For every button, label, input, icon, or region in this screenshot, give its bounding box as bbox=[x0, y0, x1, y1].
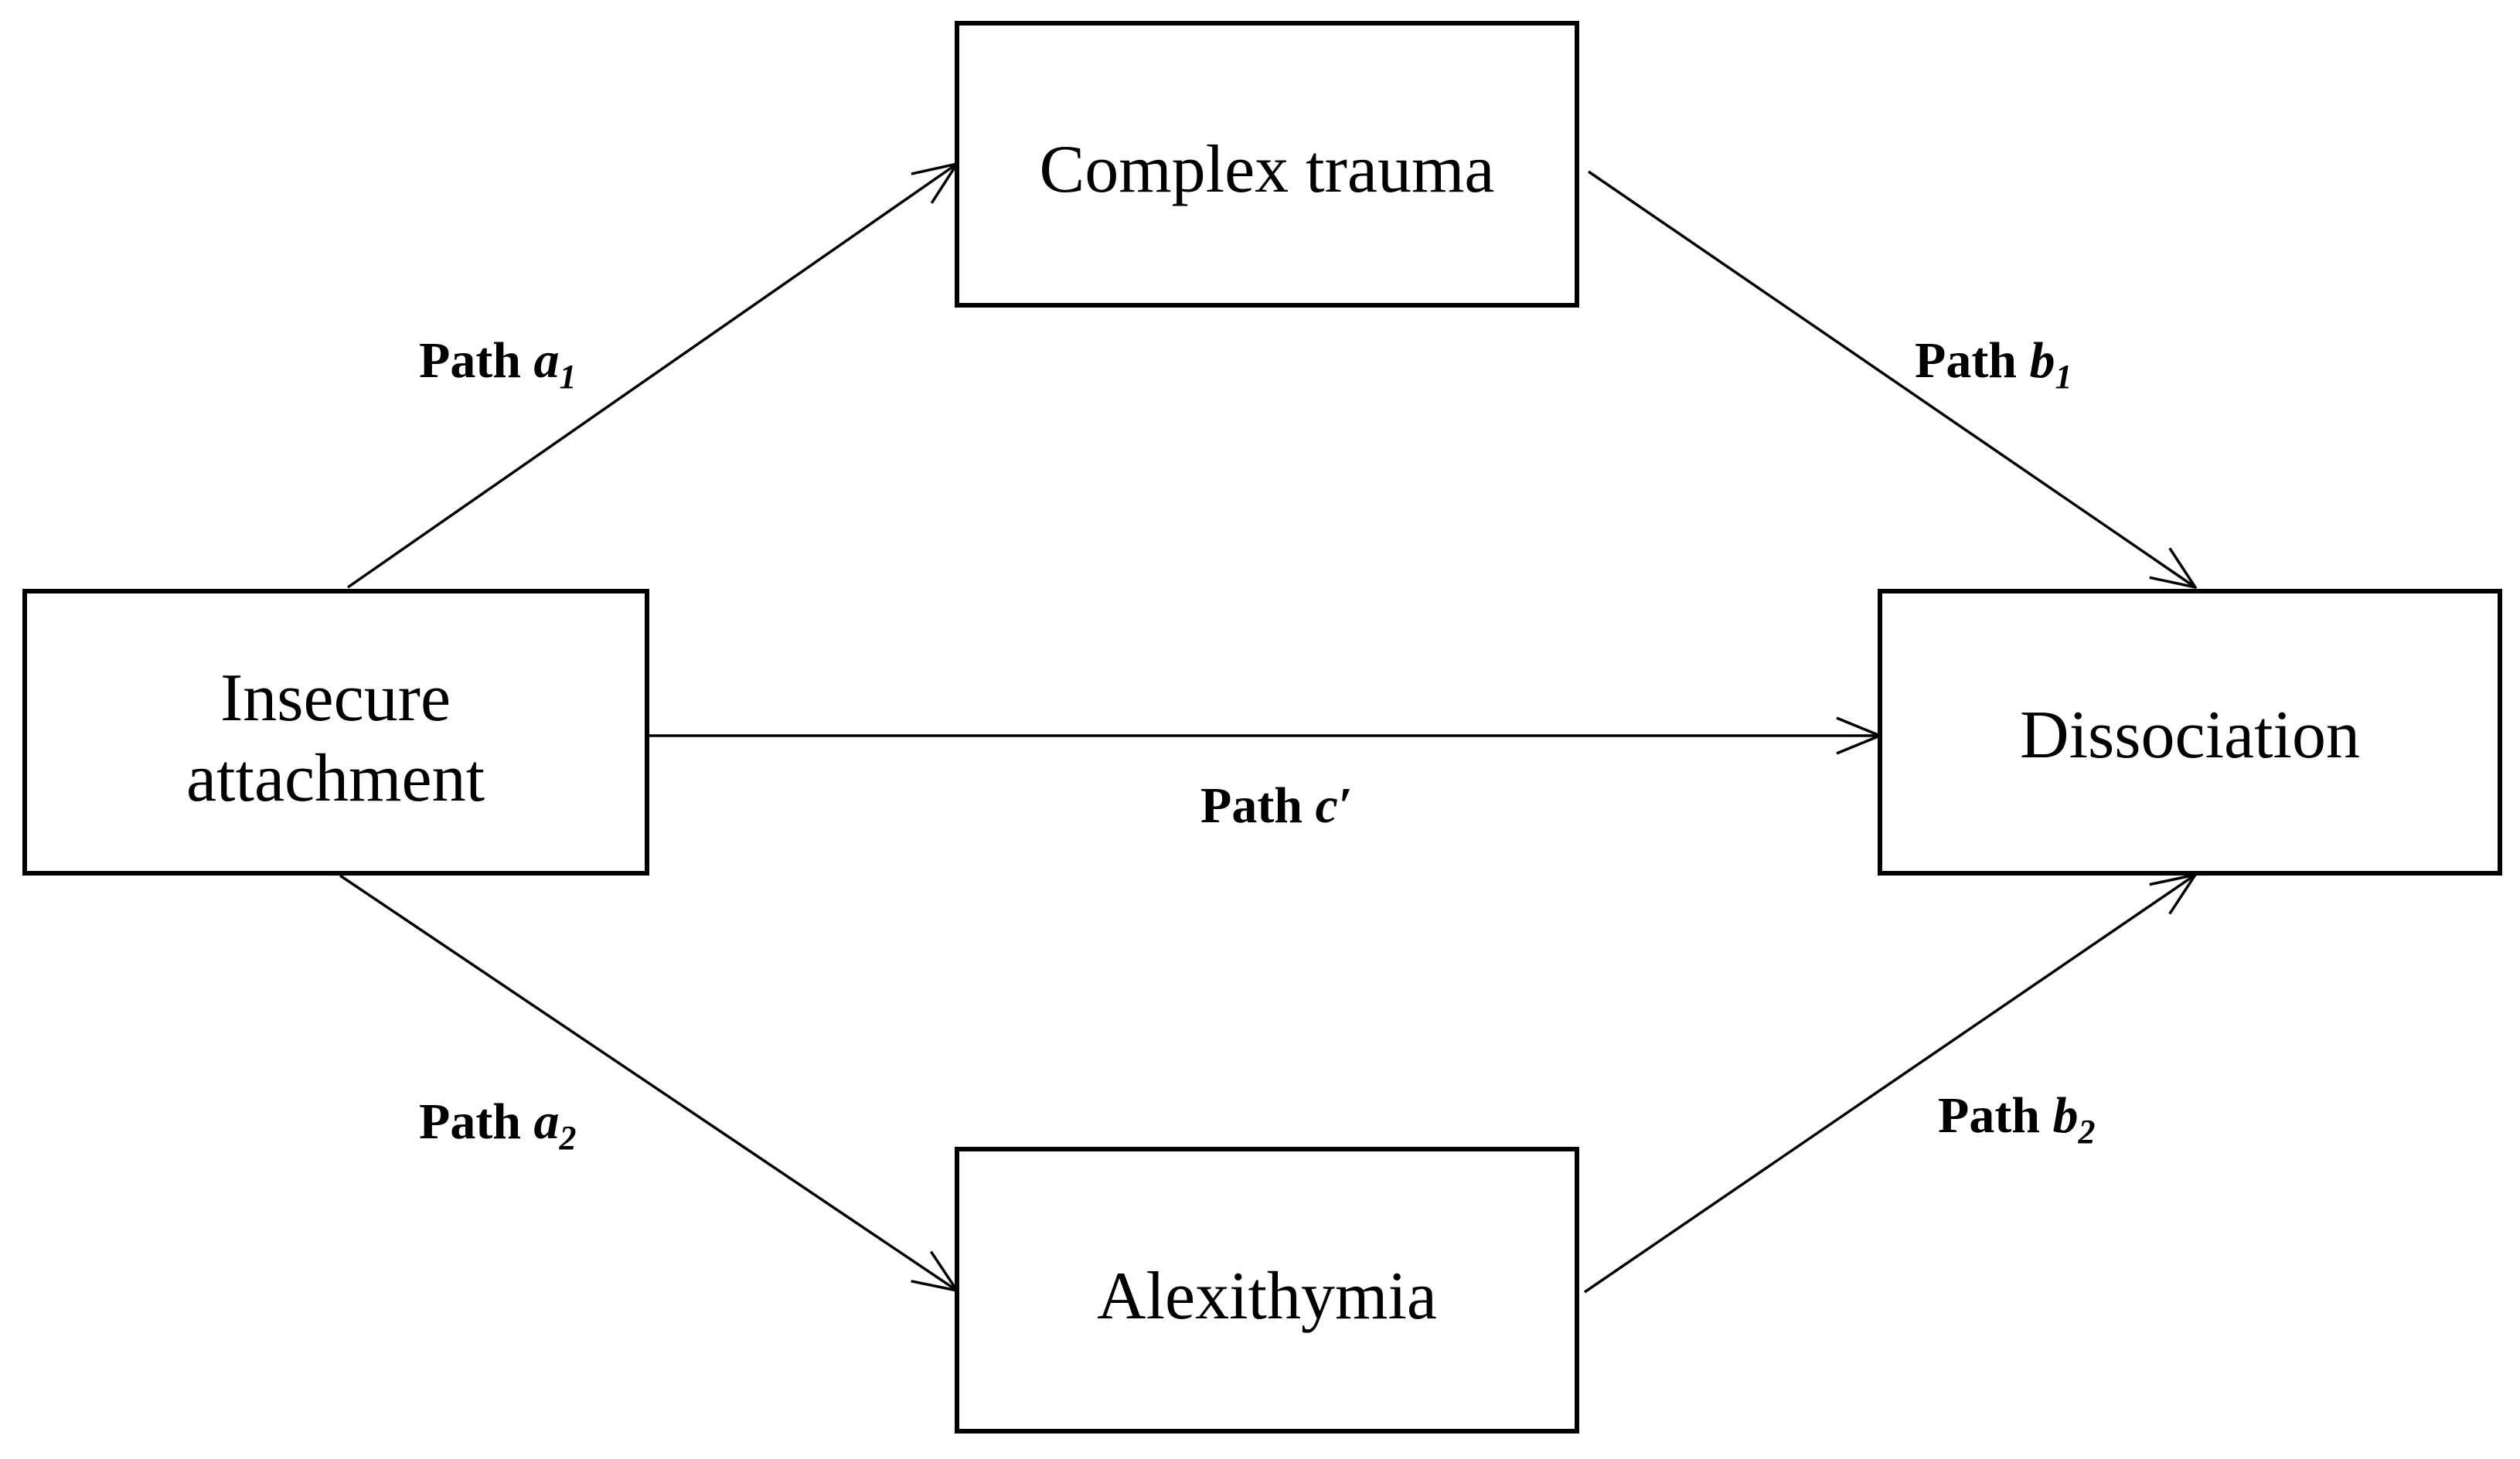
node-insecure-attachment-line1: Insecure bbox=[220, 661, 451, 736]
node-dissociation: Dissociation bbox=[1878, 589, 2502, 876]
edge-b1 bbox=[1588, 170, 2195, 587]
edge-a2 bbox=[339, 874, 957, 1291]
edge-a1 bbox=[347, 164, 957, 589]
node-complex-trauma-label: Complex trauma bbox=[1040, 132, 1495, 207]
node-insecure-attachment-line2: attachment bbox=[186, 741, 485, 816]
label-path-c-prime: Path c′ bbox=[1200, 777, 1352, 834]
label-path-a2: Path a2 bbox=[419, 1093, 577, 1157]
node-alexithymia: Alexithymia bbox=[955, 1147, 1579, 1433]
node-insecure-attachment: Insecure attachment bbox=[22, 589, 649, 876]
label-path-b1: Path b1 bbox=[1915, 332, 2072, 396]
label-path-a1: Path a1 bbox=[419, 332, 577, 396]
node-alexithymia-label: Alexithymia bbox=[1097, 1259, 1437, 1334]
edge-b2 bbox=[1584, 875, 2195, 1294]
node-dissociation-label: Dissociation bbox=[2020, 698, 2360, 773]
node-complex-trauma: Complex trauma bbox=[955, 21, 1579, 308]
label-path-b2: Path b2 bbox=[1938, 1087, 2096, 1151]
